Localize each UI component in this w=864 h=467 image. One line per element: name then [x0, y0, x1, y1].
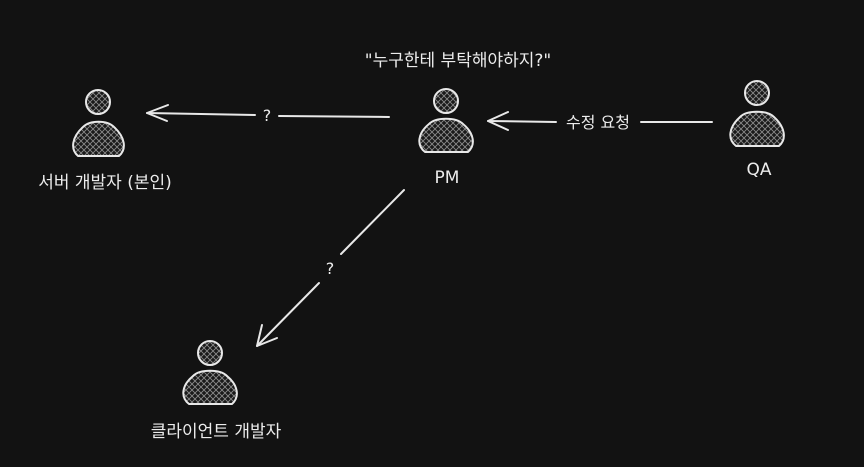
arrowhead-icon	[256, 324, 278, 347]
pm-thought-text: "누구한테 부탁해야하지?"	[365, 51, 551, 71]
client-dev-node[interactable]: 클라이언트 개발자	[151, 340, 282, 442]
edge-line	[146, 112, 256, 116]
edge-line	[278, 115, 390, 118]
edge-line	[340, 189, 405, 255]
person-icon	[182, 340, 238, 405]
edge-pm-to-client-dev[interactable]: ?	[256, 189, 405, 347]
pm-label: PM	[435, 168, 460, 188]
server-dev-label: 서버 개발자 (본인)	[38, 173, 172, 193]
edge-pm-to-server-dev[interactable]: ?	[146, 104, 390, 125]
edge-label: ?	[263, 106, 272, 125]
person-icon	[418, 88, 474, 153]
qa-label: QA	[746, 160, 771, 180]
arrowhead-icon	[487, 111, 509, 131]
edge-qa-to-pm[interactable]: 수정 요청	[487, 111, 713, 132]
person-icon	[729, 80, 785, 147]
edge-label: ?	[326, 259, 335, 278]
arrowhead-icon	[146, 104, 169, 122]
edge-line	[256, 282, 320, 347]
server-dev-node[interactable]: 서버 개발자 (본인)	[38, 89, 172, 193]
qa-node[interactable]: QA	[729, 80, 785, 180]
edge-label: 수정 요청	[566, 113, 630, 132]
person-icon	[72, 89, 125, 157]
edge-line	[487, 120, 557, 123]
pm-node[interactable]: PM	[418, 88, 474, 188]
client-dev-label: 클라이언트 개발자	[151, 422, 282, 442]
